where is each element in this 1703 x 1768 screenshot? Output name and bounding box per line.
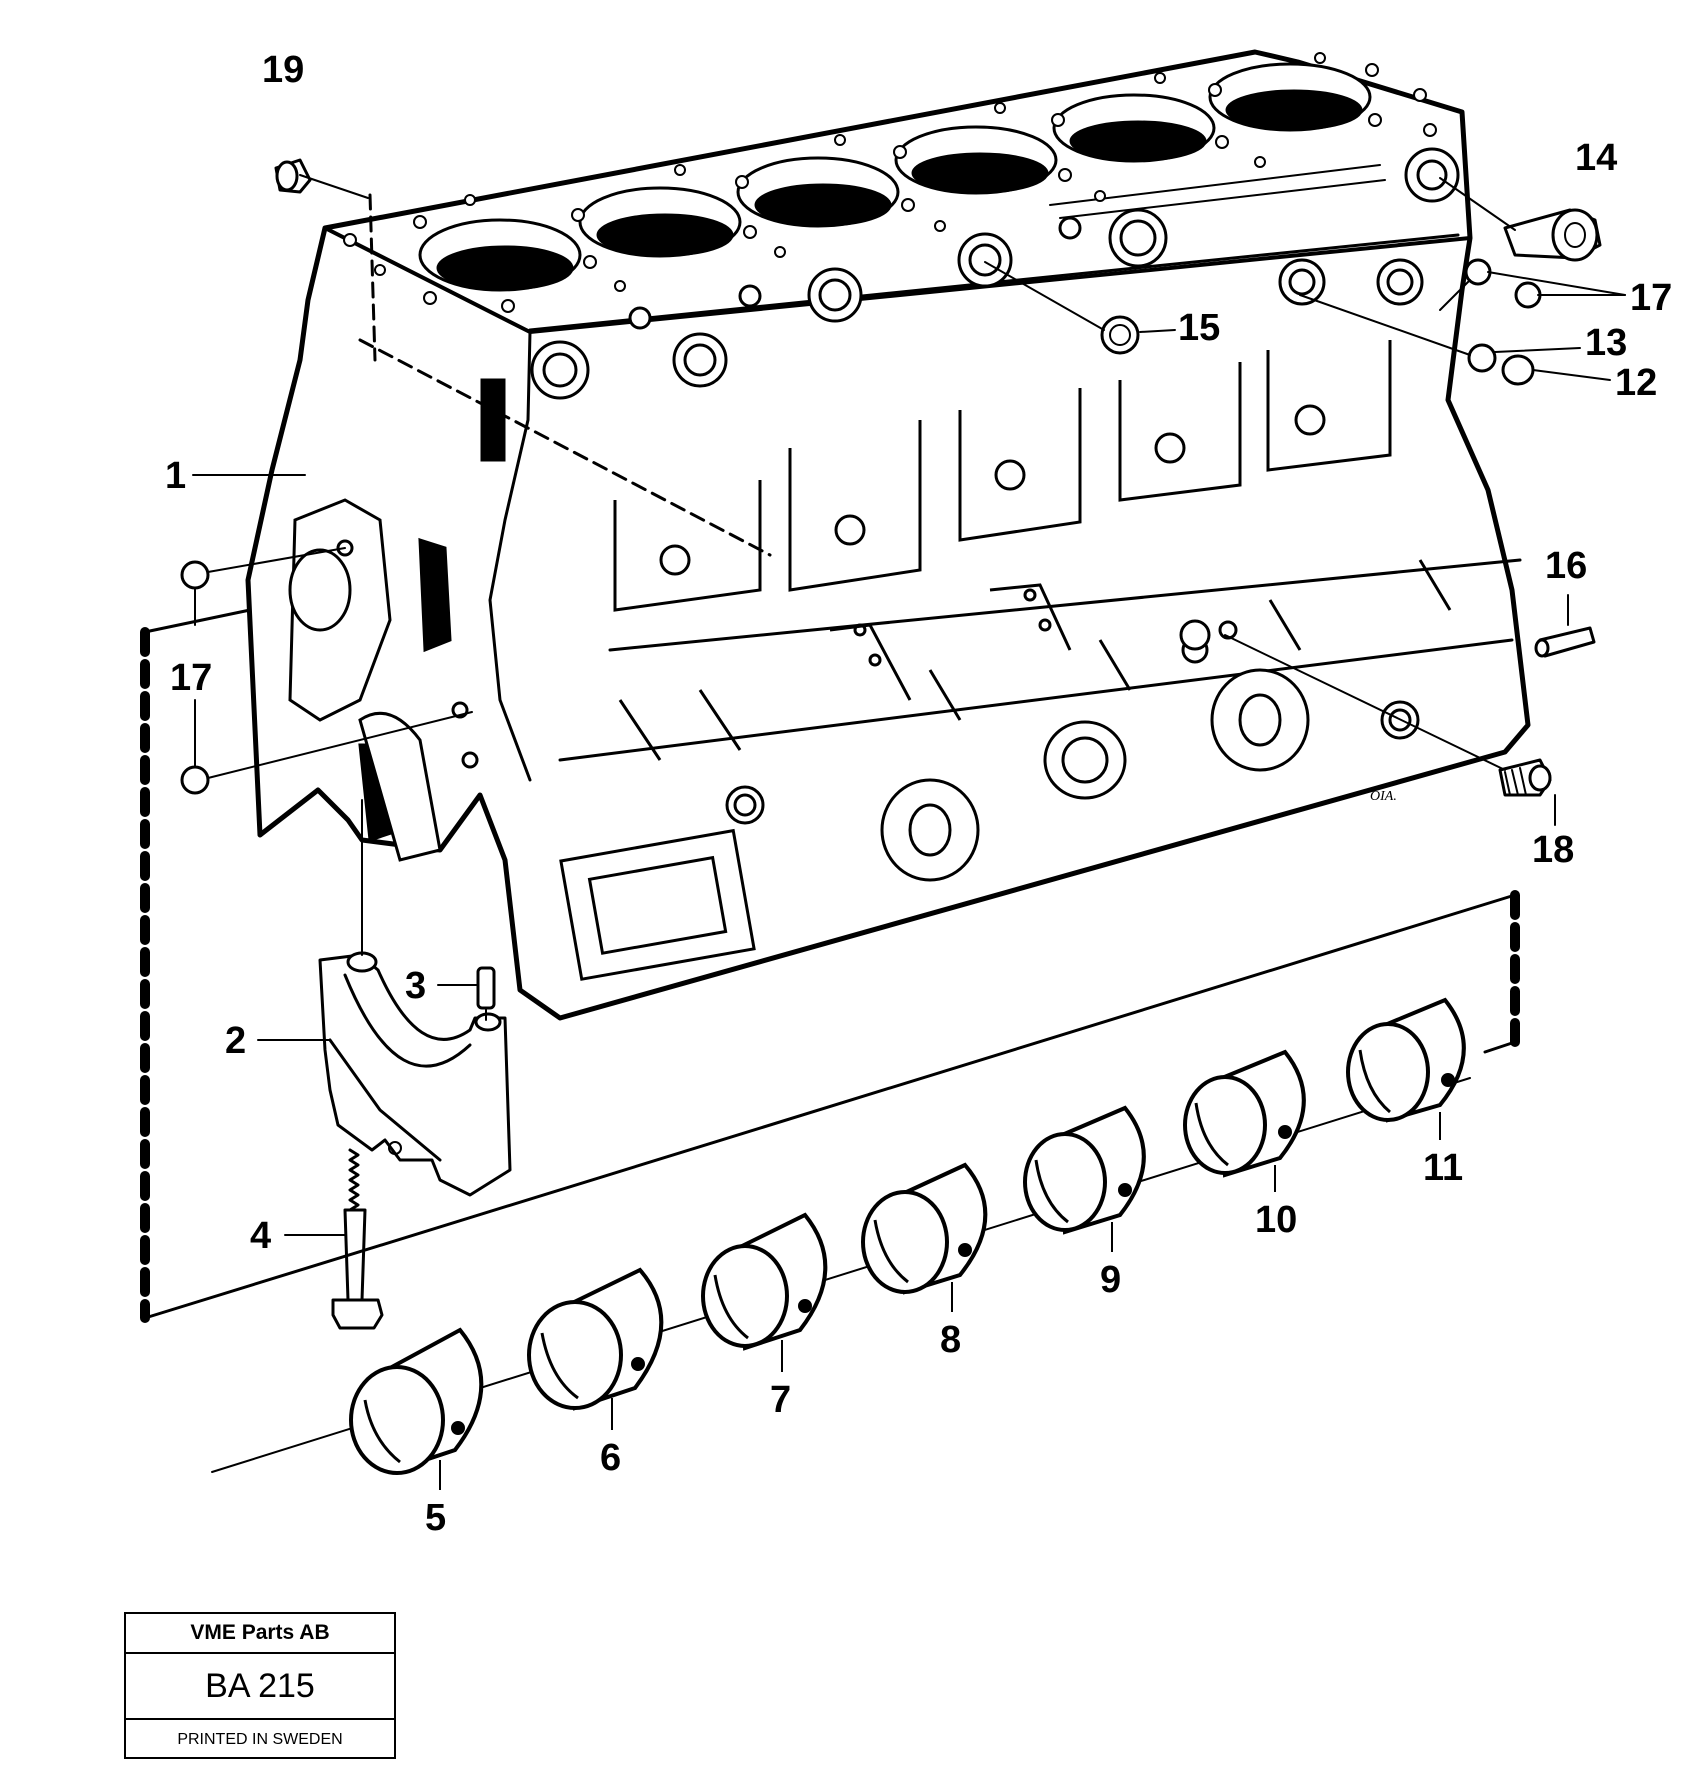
- title-block-code: BA 215: [126, 1654, 394, 1720]
- part-11-bearing-shell: [1346, 997, 1466, 1140]
- label-12: 12: [1615, 362, 1657, 404]
- part-18-plug: [1224, 634, 1556, 826]
- part-number-labels: 19 14 17 15 13 12 1 16 17 18 3 2 11 10 4…: [165, 49, 1672, 1539]
- part-15-seal-ring: [984, 261, 1176, 355]
- part-7-bearing-shell: [701, 1212, 828, 1372]
- side-bosses: [530, 147, 1460, 400]
- label-13: 13: [1585, 322, 1627, 364]
- engraving-mark: OIA.: [1370, 789, 1397, 804]
- label-3: 3: [405, 965, 426, 1007]
- label-11: 11: [1423, 1147, 1463, 1189]
- part-10-bearing-shell: [1183, 1049, 1306, 1192]
- part-8-bearing-shell: [861, 1162, 988, 1312]
- label-6: 6: [600, 1437, 621, 1479]
- part-5-bearing-shell: [349, 1327, 484, 1490]
- label-16: 16: [1545, 545, 1587, 587]
- deck-stud-holes: [343, 52, 1437, 313]
- label-14: 14: [1575, 137, 1617, 179]
- title-block: VME Parts AB BA 215 PRINTED IN SWEDEN: [124, 1612, 396, 1759]
- part-13-12-washer-plug: [1299, 294, 1611, 386]
- label-10: 10: [1255, 1199, 1297, 1241]
- bearing-shells: [349, 997, 1466, 1490]
- label-7: 7: [770, 1379, 791, 1421]
- label-18: 18: [1532, 829, 1574, 871]
- part-6-bearing-shell: [527, 1267, 664, 1430]
- lower-skirt-ribs: [618, 559, 1452, 761]
- part-4-bolt: [284, 1148, 384, 1330]
- part-17-left-plugs: [180, 547, 473, 795]
- part-2-bearing-cap: [257, 799, 512, 1197]
- label-17-right: 17: [1630, 277, 1672, 319]
- label-19: 19: [262, 49, 304, 91]
- part-17-right-plugs: [1439, 258, 1626, 311]
- label-15: 15: [1178, 307, 1220, 349]
- label-9: 9: [1100, 1259, 1121, 1301]
- title-block-printed: PRINTED IN SWEDEN: [177, 1730, 343, 1748]
- label-8: 8: [940, 1319, 961, 1361]
- part-9-bearing-shell: [1023, 1105, 1146, 1252]
- part-16-dowel: [1534, 594, 1596, 658]
- title-block-company: VME Parts AB: [126, 1614, 394, 1654]
- front-face: [288, 378, 506, 862]
- part-19-plug: [274, 158, 369, 199]
- lower-covers: [559, 619, 1420, 981]
- assembly-dashed-lines: [140, 608, 1520, 1323]
- part-3-dowel: [437, 966, 496, 1021]
- part-14-plug: [1439, 177, 1602, 262]
- label-1: 1: [165, 455, 186, 497]
- block-bays: [613, 340, 1392, 612]
- cylinder-block: OIA.: [245, 49, 1531, 1021]
- label-2: 2: [225, 1020, 246, 1062]
- label-5: 5: [425, 1497, 446, 1539]
- label-4: 4: [250, 1215, 271, 1257]
- label-17-left: 17: [170, 657, 212, 699]
